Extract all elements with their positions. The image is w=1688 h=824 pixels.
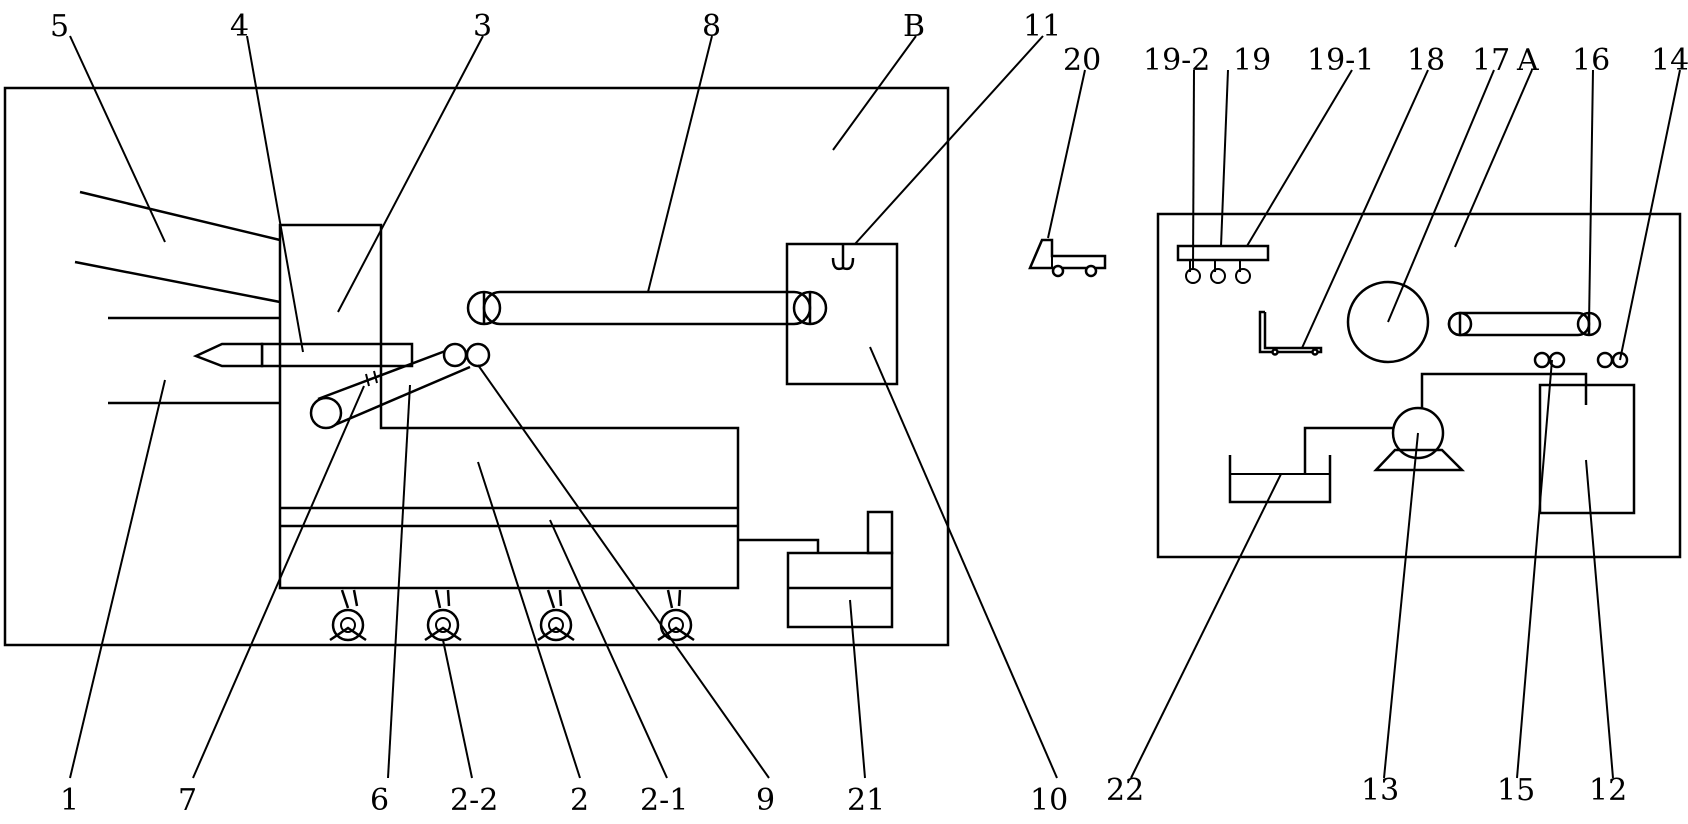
label-5: 5 (50, 9, 69, 44)
trolley-18 (1258, 310, 1323, 356)
twin-rollers-9 (442, 342, 491, 368)
labels: 5 4 3 8 B 11 20 19-2 19 19-1 18 17 A 16 … (50, 9, 1688, 818)
rollers-15 (1533, 351, 1566, 369)
belt-conveyor-8 (466, 290, 828, 326)
hook-11 (831, 244, 855, 271)
label-12: 12 (1589, 773, 1627, 808)
pump-13 (1303, 372, 1588, 475)
label-11: 11 (1023, 9, 1061, 44)
label-10: 10 (1030, 783, 1068, 818)
label-13: 13 (1361, 773, 1399, 808)
label-20: 20 (1063, 43, 1101, 78)
label-3: 3 (473, 9, 492, 44)
rack-19 (1176, 244, 1270, 284)
burner-nozzle (192, 342, 264, 368)
label-22: 22 (1106, 773, 1144, 808)
feed-lines-5 (74, 190, 281, 405)
furnace-body-2 (278, 345, 740, 590)
label-16: 16 (1572, 43, 1610, 78)
label-A: A (1516, 43, 1539, 78)
label-6: 6 (370, 783, 389, 818)
label-21: 21 (847, 783, 885, 818)
inclined-conveyor-6 (309, 345, 471, 430)
label-1: 1 (60, 783, 79, 818)
label-19-1: 19-1 (1307, 43, 1374, 78)
label-14: 14 (1651, 43, 1688, 78)
label-18: 18 (1407, 43, 1445, 78)
rollers-14 (1596, 351, 1629, 369)
label-2-2: 2-2 (450, 783, 498, 818)
workshop-b-frame (3, 86, 950, 647)
label-4: 4 (230, 9, 249, 44)
label-7: 7 (178, 783, 197, 818)
leader-lines (69, 35, 1681, 779)
pipe-to-21 (738, 538, 820, 553)
label-19: 19 (1233, 43, 1271, 78)
tank-22 (1228, 455, 1332, 504)
label-15: 15 (1497, 773, 1535, 808)
label-19-2: 19-2 (1143, 43, 1210, 78)
tank-unit-21 (786, 510, 894, 629)
label-8: 8 (702, 9, 721, 44)
support-rollers-2-2 (329, 589, 695, 642)
workshop-a-frame (1156, 212, 1682, 559)
label-9: 9 (756, 783, 775, 818)
label-2: 2 (570, 783, 589, 818)
label-2-1: 2-1 (640, 783, 688, 818)
conveyor-16 (1447, 311, 1602, 337)
burner-tube-4 (260, 342, 414, 368)
label-17: 17 (1472, 43, 1510, 78)
housing-3 (278, 223, 383, 347)
label-B: B (903, 9, 925, 44)
truck-20 (1028, 238, 1107, 278)
tank-17 (1346, 280, 1430, 364)
